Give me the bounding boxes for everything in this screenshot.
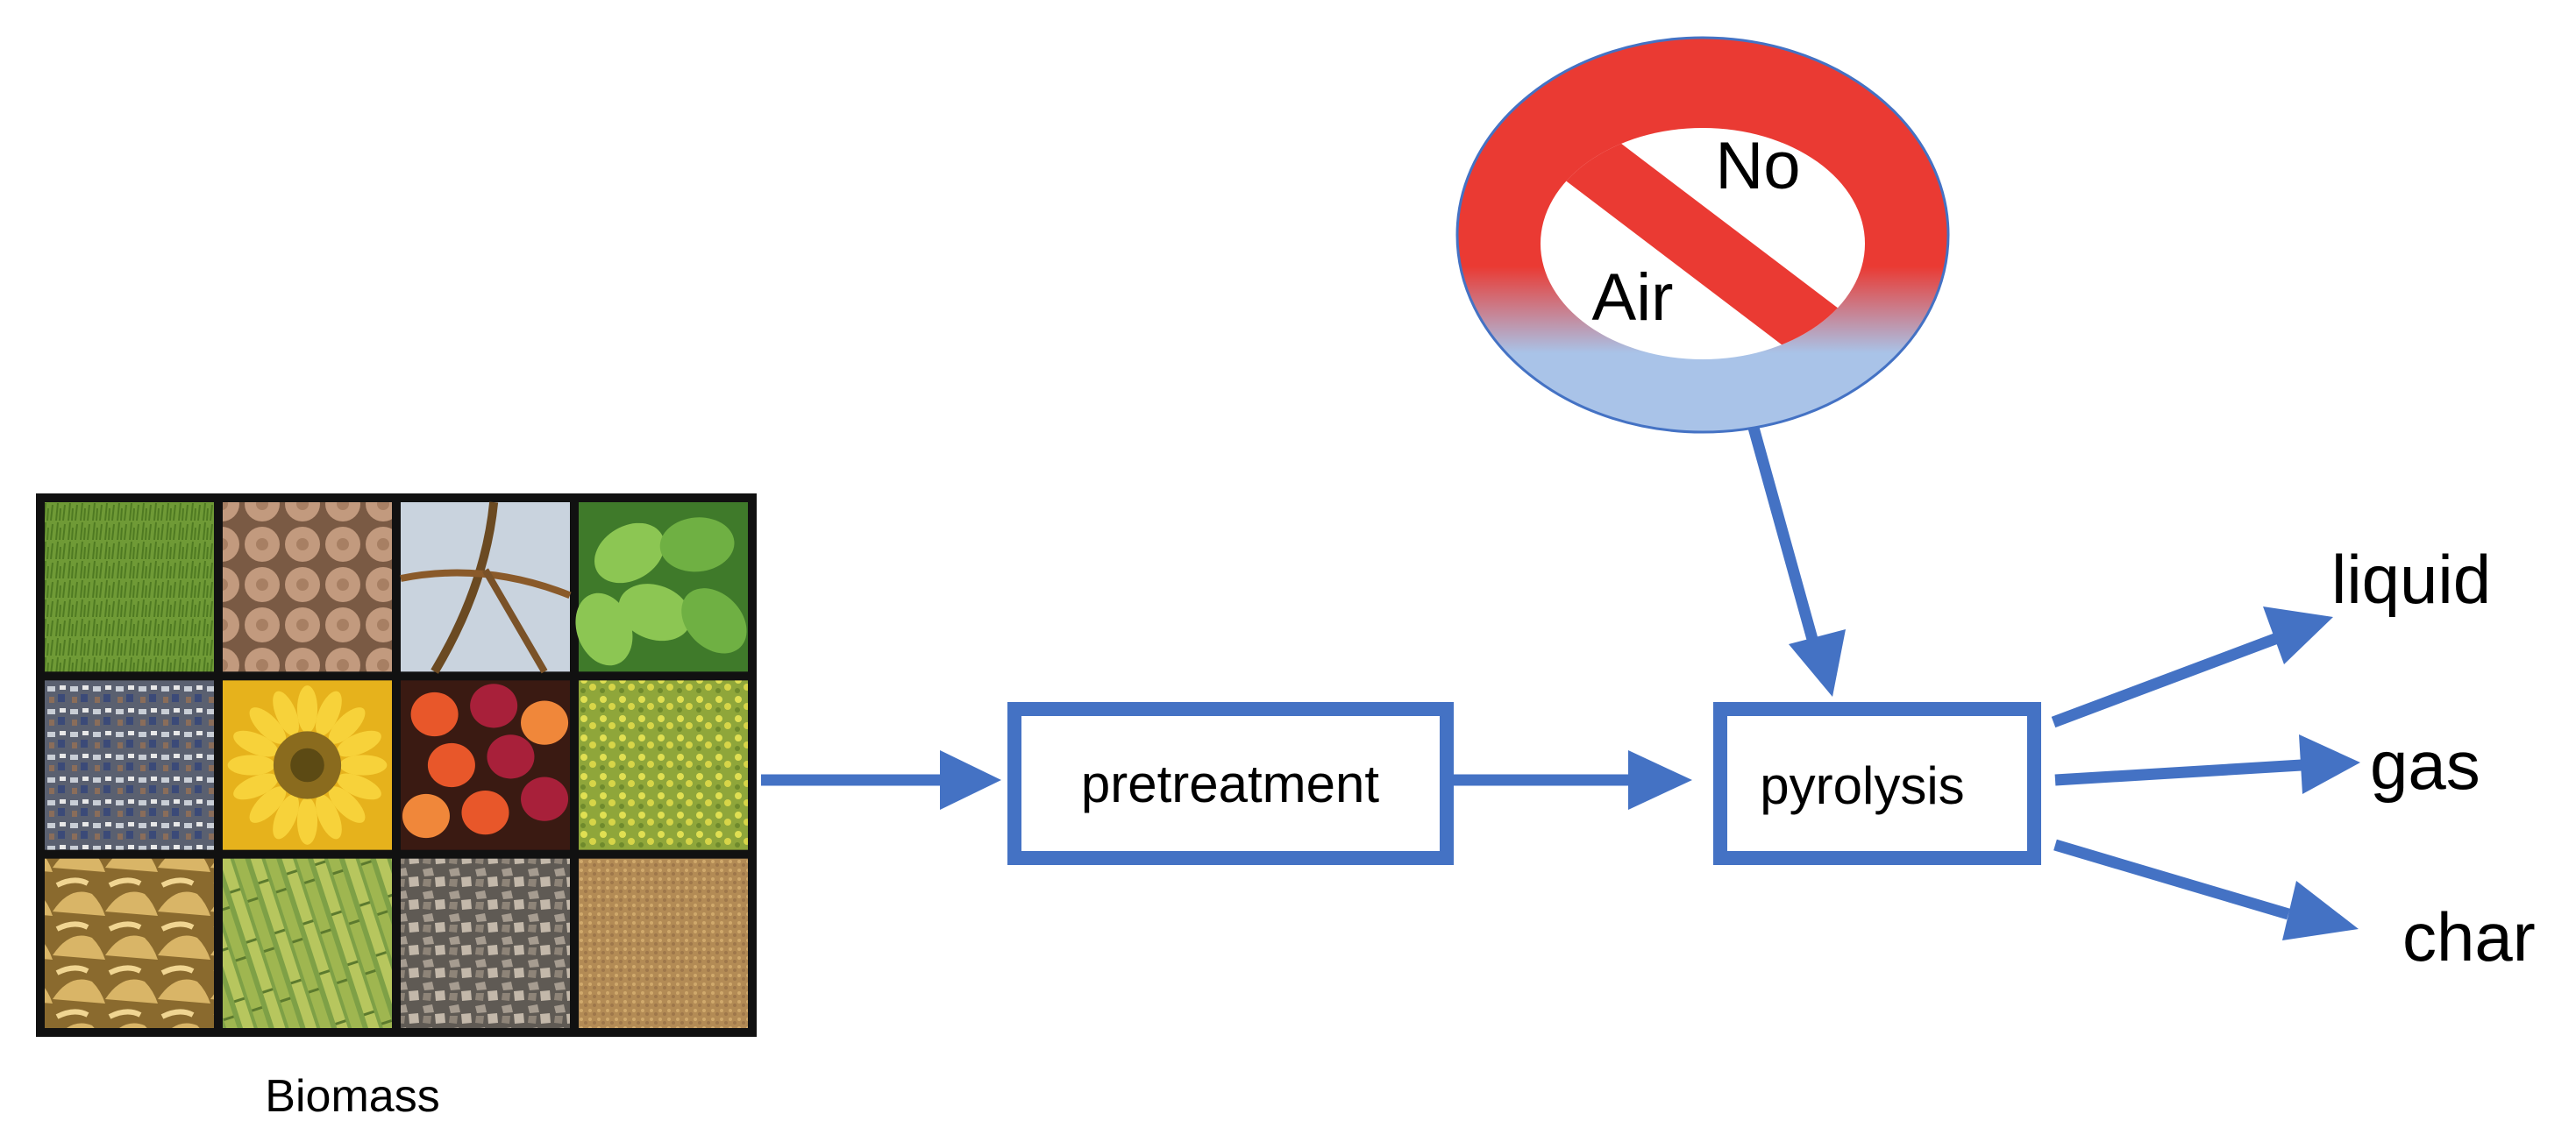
pretreatment-label: pretreatment [1081,755,1379,813]
arrow-biomass-to-pretreatment [761,750,1001,810]
pretreatment-box: pretreatment [1007,702,1454,865]
biomass-label: Biomass [265,1071,439,1122]
no-air-sign-icon: No Air [1455,36,1950,434]
tile-wood-chips [401,858,570,1028]
tile-bamboo-stalk [400,501,572,674]
biomass-image-grid [36,493,757,1037]
tile-wood-logs [223,502,392,672]
pyrolysis-label: pyrolysis [1760,756,1964,815]
output-gas-label: gas [2370,727,2480,804]
arrow-pretreatment-to-pyrolysis [1454,750,1692,810]
arrow-noair-to-pyrolysis [1747,426,1846,697]
arrow-to-char [2053,839,2359,940]
air-label: Air [1592,260,1674,335]
tile-sunflower [223,680,392,850]
tile-grass [45,502,214,672]
output-liquid-label: liquid [2331,541,2491,618]
pyrolysis-box: pyrolysis [1713,702,2041,865]
tile-mixed-waste [45,680,214,850]
tile-corn-husk [45,858,214,1028]
arrow-to-gas [2054,734,2360,794]
tile-yellow-flowers [579,680,748,850]
output-char-label: char [2402,898,2536,975]
arrow-to-liquid [2051,606,2333,728]
tile-grain [579,858,748,1028]
tile-palm-fruit [401,680,570,850]
no-label: No [1715,129,1800,203]
tile-green-leaves [575,502,748,672]
tile-sugarcane [223,858,392,1028]
